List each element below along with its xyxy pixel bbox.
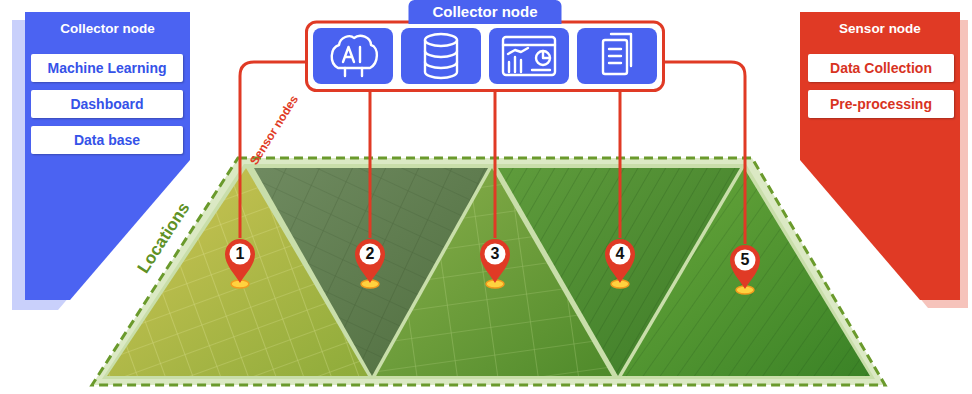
function-box: Dashboard (31, 90, 183, 118)
callout-number: 1 (224, 244, 256, 264)
collector-panel: Collector nodeMachine LearningDashboardD… (25, 12, 190, 300)
function-box: Data base (31, 126, 183, 154)
node-label: Machine Learning (47, 60, 166, 76)
function-box: Pre-processing (808, 90, 954, 118)
sensor-link (369, 92, 372, 238)
location-pin: 3 (479, 238, 511, 290)
node-label: Data Collection (830, 60, 932, 76)
location-pin: 5 (729, 244, 761, 296)
node-heading: Collector node (25, 21, 190, 36)
collector-hub: Collector node (305, 0, 665, 92)
callout-number: 3 (479, 244, 511, 264)
node-label: Pre-processing (830, 96, 932, 112)
function-box: Machine Learning (31, 54, 183, 82)
location-pin: 2 (354, 238, 386, 290)
callout-number: 2 (354, 244, 386, 264)
sensor-link (665, 62, 745, 244)
sensor-panel: Sensor nodeData CollectionPre-processing (800, 12, 960, 300)
node-label: Data base (74, 132, 140, 148)
callout-number: 5 (729, 250, 761, 270)
location-pin: 4 (604, 238, 636, 290)
function-box: Data Collection (808, 54, 954, 82)
node-heading: Collector node (408, 0, 561, 24)
location-pin: 1 (224, 238, 256, 290)
group-label: Sensor nodes (247, 93, 301, 168)
callout-number: 4 (604, 244, 636, 264)
sensor-link (240, 62, 305, 238)
sensor-link (494, 92, 497, 238)
sensor-link (619, 92, 622, 238)
node-heading: Sensor node (800, 21, 960, 36)
node-label: Dashboard (70, 96, 143, 112)
